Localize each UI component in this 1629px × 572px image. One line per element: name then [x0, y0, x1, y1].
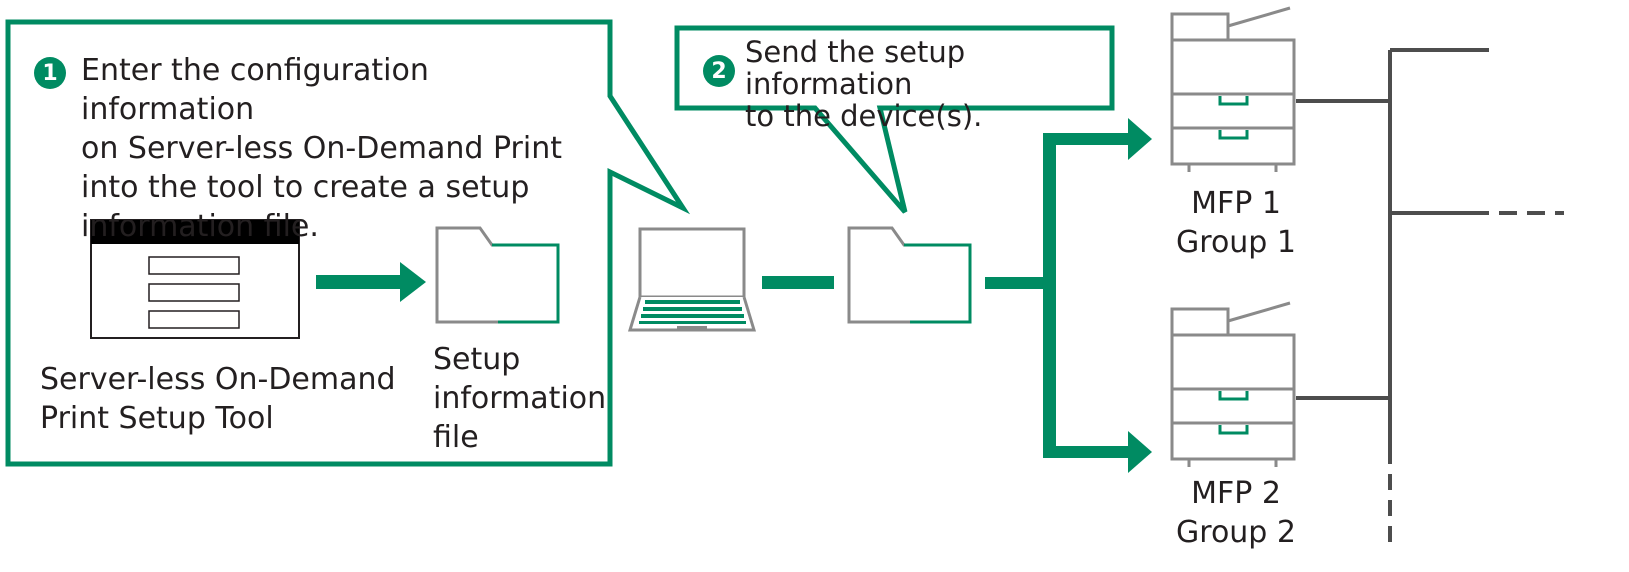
- laptop-icon: [627, 227, 757, 332]
- step2-text: Send the setup information to the device…: [745, 35, 983, 133]
- mfp-tray-handles: [1218, 96, 1249, 140]
- file-label: Setup information file: [433, 342, 607, 455]
- mfp1-name: MFP 1: [1191, 186, 1281, 221]
- branch-arrows: [985, 118, 1152, 473]
- callout-box-2: [674, 25, 1115, 214]
- arrow-right-icon: [316, 262, 426, 302]
- network-lines: [1296, 48, 1564, 545]
- step-number-1: 1: [34, 57, 66, 89]
- step1-text: Enter the configuration information on S…: [81, 53, 562, 244]
- folder-icon: [435, 226, 560, 324]
- mfp-icon: [1170, 301, 1296, 467]
- connector-line: [762, 276, 834, 289]
- callout-box-1: [5, 19, 691, 467]
- mfp-tray-handles: [1218, 391, 1249, 435]
- mfp1-group: Group 1: [1176, 225, 1296, 260]
- folder-icon: [847, 226, 972, 324]
- mfp2-group: Group 2: [1176, 515, 1296, 550]
- mfp2-name: MFP 2: [1191, 476, 1281, 511]
- tool-label: Server-less On-Demand Print Setup Tool: [40, 362, 396, 436]
- step-number-2: 2: [703, 55, 735, 87]
- tool-window-icon: [90, 219, 300, 339]
- mfp-icon: [1170, 6, 1296, 172]
